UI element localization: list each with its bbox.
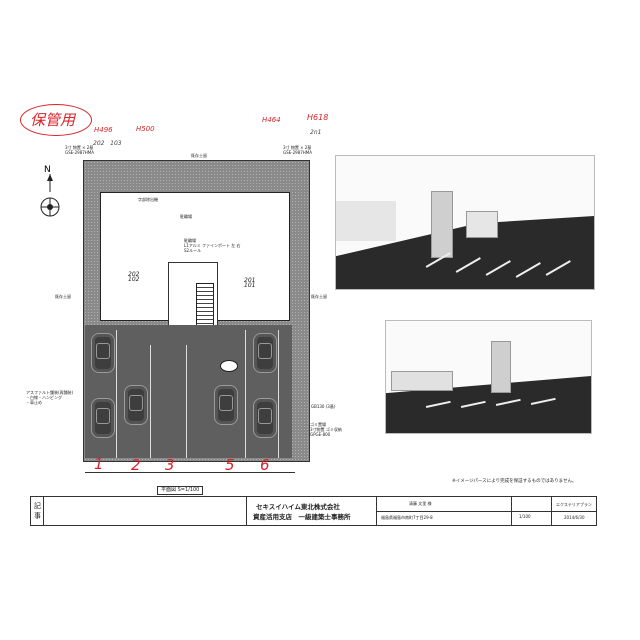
boundary-right-label: 既存土留 <box>311 294 327 299</box>
car-icon <box>253 398 277 438</box>
dimension-line <box>85 472 295 473</box>
title-block-divider <box>511 497 512 525</box>
scale-value: 1/100 <box>519 514 531 519</box>
title-block: 記事 セキスイハイム東北株式会社 資産活用支店 一級建築士事務所 清藤 文里 様… <box>30 496 597 526</box>
perspective-view-2 <box>385 320 592 434</box>
company-name: セキスイハイム東北株式会社 <box>256 503 340 511</box>
car-icon <box>214 385 238 425</box>
drawing-date: 2014/6/30 <box>564 515 585 520</box>
car-icon <box>253 333 277 373</box>
bay-number: 2 <box>131 456 141 474</box>
storage-label-left: 3寸 物置 × 2基 GSE-2987HMA <box>65 145 94 155</box>
parking-line <box>150 345 151 458</box>
site-address: 福島県福島市南町7丁目29-8 <box>381 515 433 520</box>
north-arrow-icon: N <box>38 162 62 222</box>
boundary-left-label: 既存土留 <box>55 294 71 299</box>
title-block-divider <box>246 497 247 525</box>
height-note-4: H618 <box>307 113 329 122</box>
title-block-divider <box>551 497 552 525</box>
height-note-3: H464 <box>262 116 281 124</box>
perspective-view-1 <box>335 155 595 290</box>
bay-number: 3 <box>165 456 175 474</box>
right-storage-note: GB130 (3基) <box>311 404 336 409</box>
storage-label-right: 3寸 物置 × 2基 GSE-2987HMA <box>283 145 312 155</box>
car-icon <box>91 398 115 438</box>
bay-number: 5 <box>225 456 235 474</box>
title-block-label: 記事 <box>34 502 41 520</box>
height-note-1: H496 <box>94 126 113 134</box>
bike-label: 駐輪場 <box>180 214 192 219</box>
height-note-2: H500 <box>136 125 155 133</box>
parking-line <box>116 330 117 458</box>
bay-number: 1 <box>94 455 104 473</box>
plan-note-top: 字部除出機 <box>138 197 158 202</box>
perspective-note: ※イメージパースにより完成を保証するものではありません。 <box>452 479 577 484</box>
title-block-divider <box>43 497 44 525</box>
storage-stamp <box>20 104 92 136</box>
title-block-row <box>376 511 596 512</box>
boundary-top-label: 既存土留 <box>191 153 207 158</box>
scale-label: 平面図 S=1/100 <box>157 486 204 495</box>
client-name: 清藤 文里 様 <box>409 501 432 506</box>
department-name: 資産活用支店 一級建築士事務所 <box>253 513 351 521</box>
storage-stamp-text: 保管用 <box>30 111 76 129</box>
unit-note-top-right: 2n1 <box>310 129 322 136</box>
north-label: N <box>44 165 51 175</box>
left-paving-note: アスファルト舗装(再舗装) ・白線・ハンピング ・車止め <box>26 390 74 405</box>
drawing-title: エクステリアプラン <box>556 502 592 507</box>
parking-line <box>278 330 279 458</box>
car-icon <box>91 333 115 373</box>
parking-line <box>245 330 246 458</box>
circle-marker <box>220 360 238 372</box>
unit-note-top-left: 202 103 <box>93 140 122 147</box>
parking-line <box>186 345 187 458</box>
car-icon <box>124 385 148 425</box>
bay-number: 6 <box>260 456 270 474</box>
